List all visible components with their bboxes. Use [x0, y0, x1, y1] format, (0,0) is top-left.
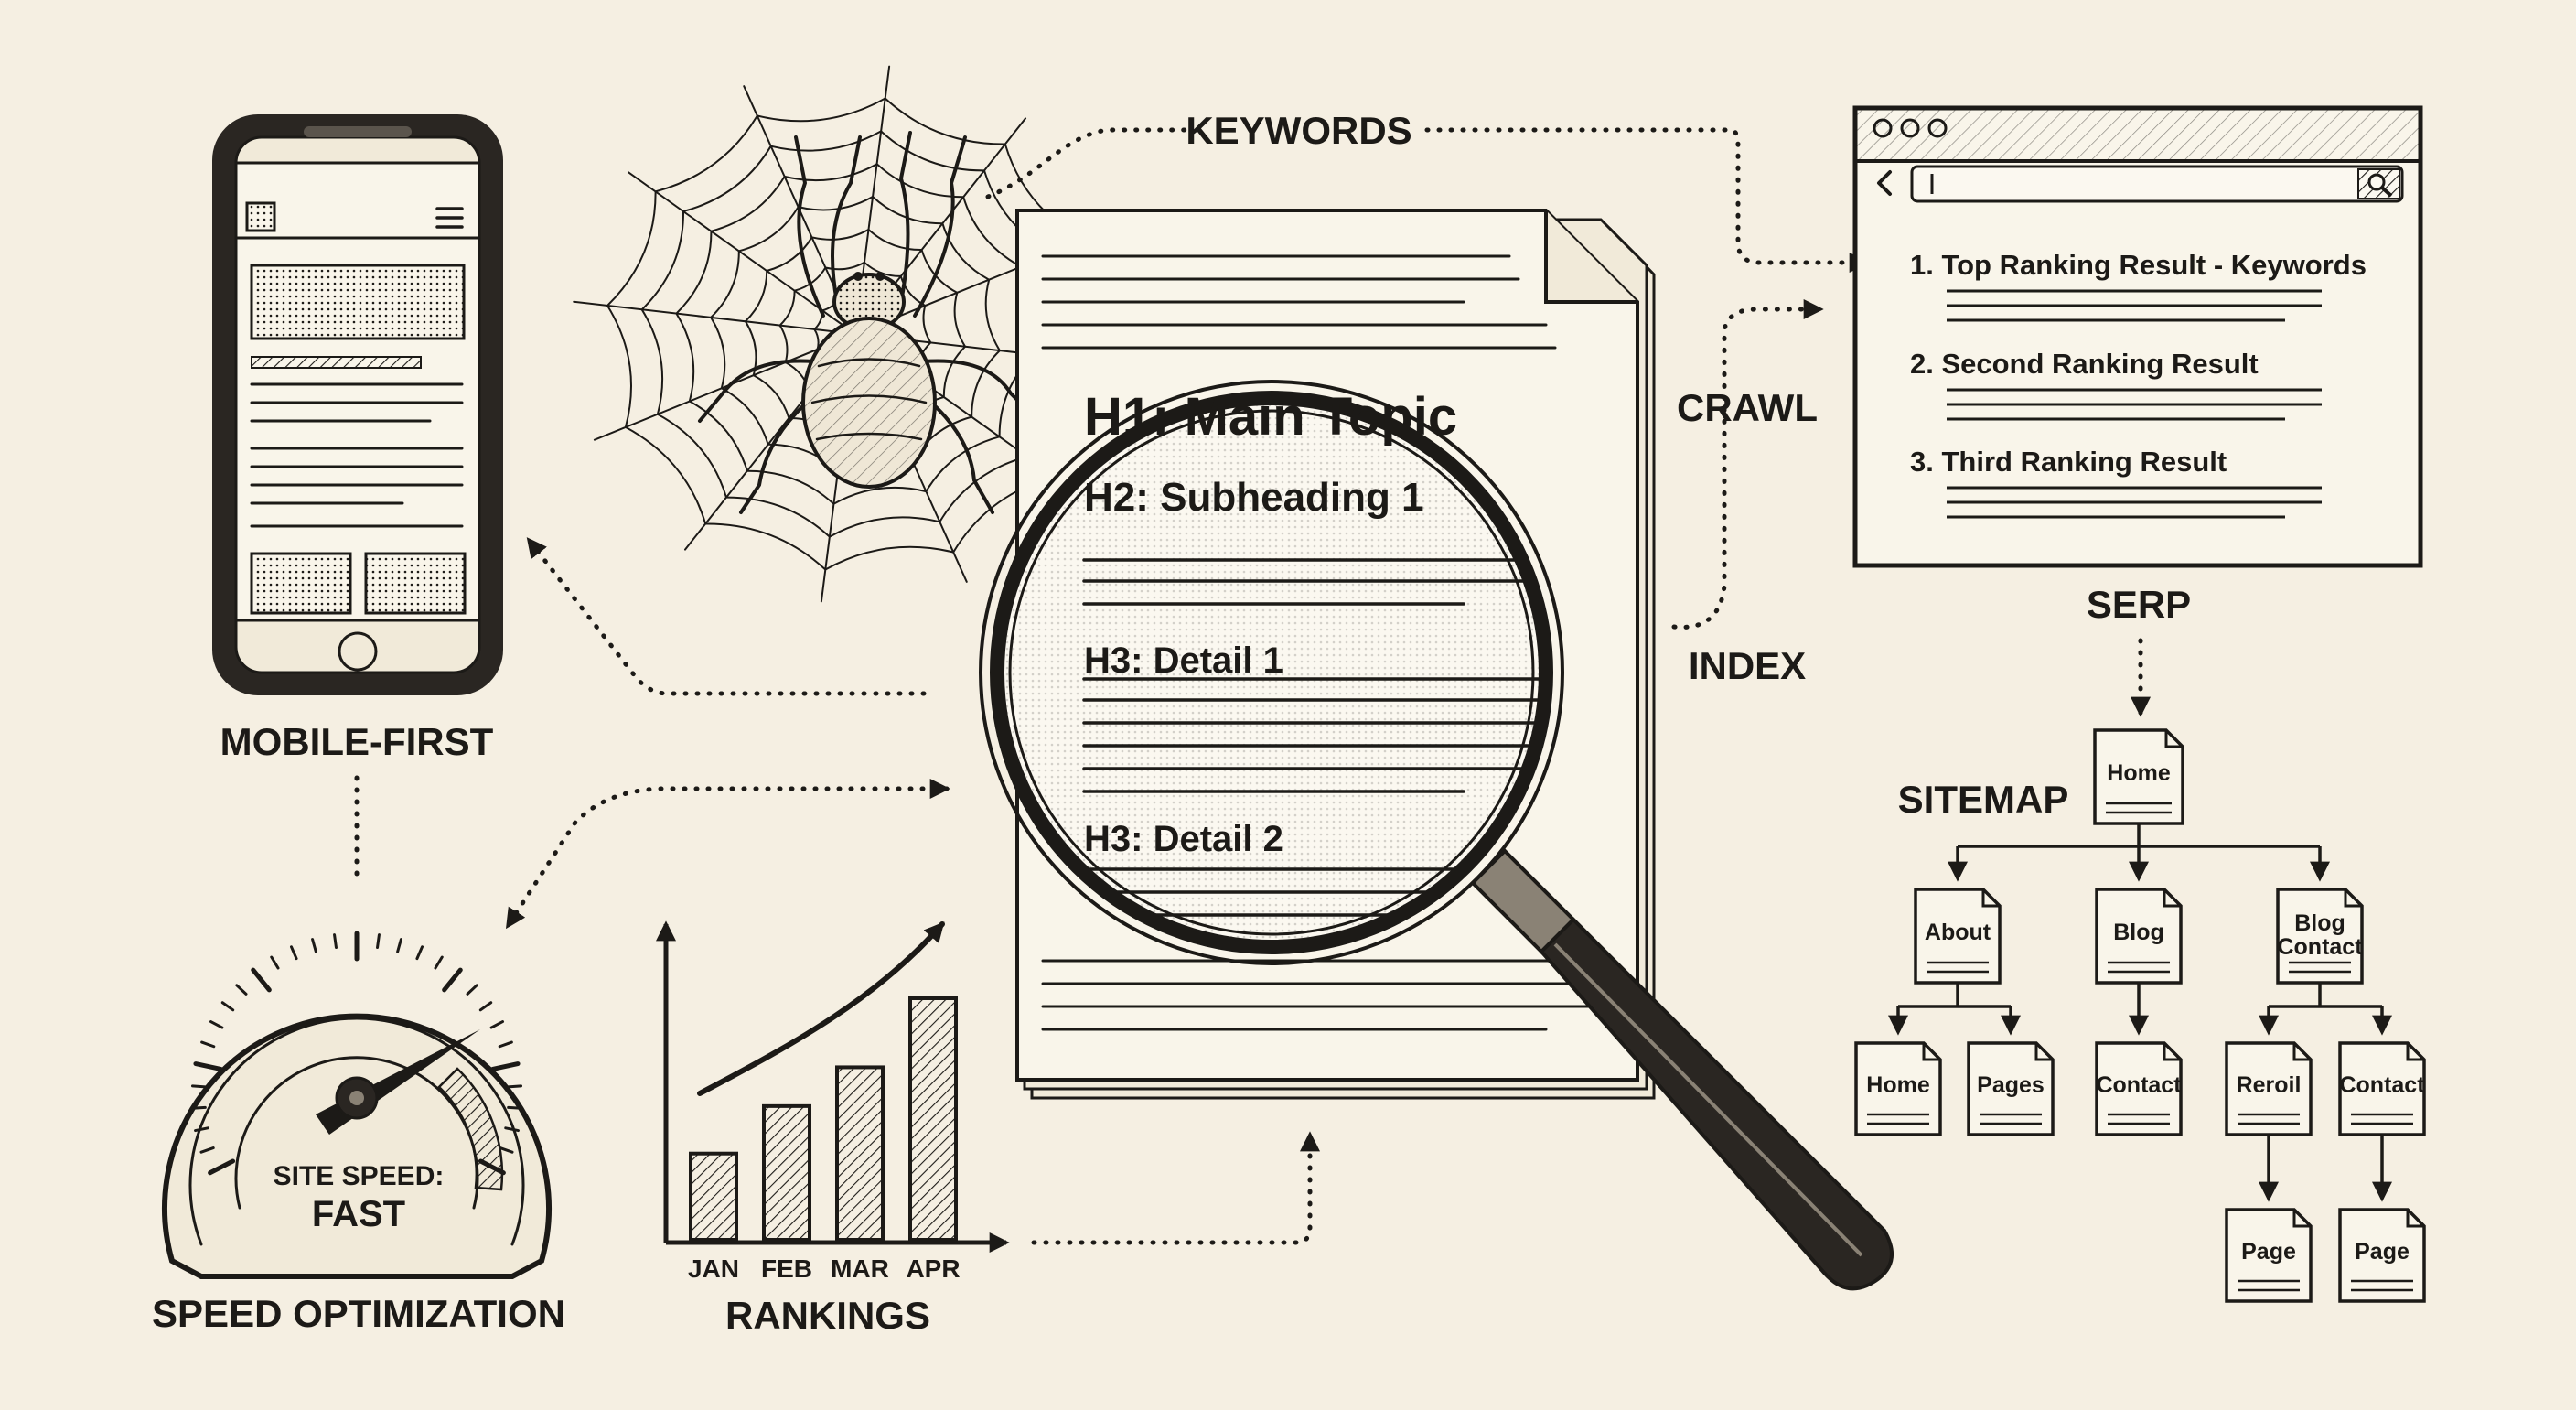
sitemap-label: SITEMAP	[1898, 778, 2069, 821]
svg-text:About: About	[1925, 920, 1991, 945]
svg-text:Reroil: Reroil	[2237, 1072, 2302, 1098]
doc-h1-heading: H1: Main Topic	[1084, 387, 1457, 447]
crawl-label: CRAWL	[1677, 386, 1818, 429]
chart-tick-label: JAN	[688, 1254, 739, 1283]
trend-arrow-icon	[697, 921, 945, 1096]
serp-browser-window	[1852, 105, 2423, 568]
back-arrow-icon	[1877, 170, 1892, 196]
sitemap-node-contact[interactable]: Contact	[2095, 1041, 2183, 1136]
serp-result-1[interactable]: 1. Top Ranking Result - Keywords	[1910, 249, 2367, 281]
chart-bar-jan	[689, 1151, 738, 1242]
gauge-text-line1: SITE SPEED:	[274, 1161, 445, 1191]
svg-text:Page: Page	[2355, 1239, 2410, 1265]
sitemap-node-contact[interactable]: Contact	[2338, 1041, 2426, 1136]
connector-index-serp	[1671, 299, 1824, 630]
sitemap-tree-lines	[1888, 823, 2392, 1202]
sitemap-node-home[interactable]: Home	[1854, 1041, 1942, 1136]
svg-text:Contact: Contact	[2277, 934, 2363, 960]
doc-h2-heading: H2: Subheading 1	[1084, 475, 1424, 520]
gauge-text-line2: FAST	[312, 1194, 405, 1234]
connectors	[354, 127, 2151, 1245]
window-control-icon	[1927, 118, 1948, 138]
connector-doc-speed	[505, 779, 950, 930]
rankings-label: RANKINGS	[725, 1294, 930, 1337]
mobile-first-label: MOBILE-FIRST	[220, 720, 494, 763]
sitemap-node-page[interactable]: Page	[2225, 1208, 2313, 1303]
svg-text:Pages: Pages	[1977, 1072, 2045, 1098]
chart-tick-label: MAR	[831, 1254, 889, 1283]
rankings-chart: JAN FEB MAR APR	[656, 920, 1010, 1283]
svg-text:Home: Home	[1866, 1072, 1930, 1098]
mobile-phone-icon	[212, 114, 503, 695]
connector-rankings-doc	[1031, 1131, 1320, 1245]
window-control-icon	[1873, 118, 1893, 138]
connector-spider-keywords	[985, 127, 1192, 199]
svg-text:Page: Page	[2241, 1239, 2296, 1265]
spider-icon	[698, 131, 1036, 514]
sitemap-node-home[interactable]: Home	[2093, 728, 2184, 825]
svg-text:Blog: Blog	[2113, 920, 2164, 945]
svg-text:Blog: Blog	[2294, 910, 2345, 936]
serp-result-2[interactable]: 2. Second Ranking Result	[1910, 348, 2259, 380]
address-bar	[1910, 165, 2404, 203]
chart-bar-apr	[908, 996, 958, 1242]
connector-doc-mobile	[526, 537, 927, 696]
keywords-label: KEYWORDS	[1186, 109, 1411, 152]
chart-tick-label: FEB	[761, 1254, 812, 1283]
serp-result-3[interactable]: 3. Third Ranking Result	[1910, 446, 2227, 478]
sitemap-node-pages[interactable]: Pages	[1967, 1041, 2055, 1136]
speedometer-icon: SITE SPEED: FAST	[162, 931, 552, 1279]
svg-text:Home: Home	[2107, 760, 2171, 786]
sitemap-node-about[interactable]: About	[1914, 888, 2002, 985]
sitemap-node-blog[interactable]: Blog	[2095, 888, 2183, 985]
doc-h3-heading-1: H3: Detail 1	[1084, 640, 1283, 681]
window-control-icon	[1900, 118, 1920, 138]
serp-label: SERP	[2087, 583, 2191, 626]
chart-bar-feb	[762, 1103, 811, 1243]
connector-keywords-serp	[1424, 127, 1870, 273]
chart-tick-label: APR	[906, 1254, 960, 1283]
index-label: INDEX	[1689, 644, 1806, 687]
magnifying-glass-icon	[979, 380, 1894, 1291]
svg-text:Contact: Contact	[2339, 1072, 2425, 1098]
svg-text:Contact: Contact	[2096, 1072, 2182, 1098]
speed-optimization-label: SPEED OPTIMIZATION	[152, 1292, 565, 1335]
chart-bar-mar	[835, 1065, 885, 1243]
sitemap-node-page[interactable]: Page	[2338, 1208, 2426, 1303]
doc-h3-heading-2: H3: Detail 2	[1084, 819, 1283, 859]
sitemap-node-reroil[interactable]: Reroil	[2225, 1041, 2313, 1136]
